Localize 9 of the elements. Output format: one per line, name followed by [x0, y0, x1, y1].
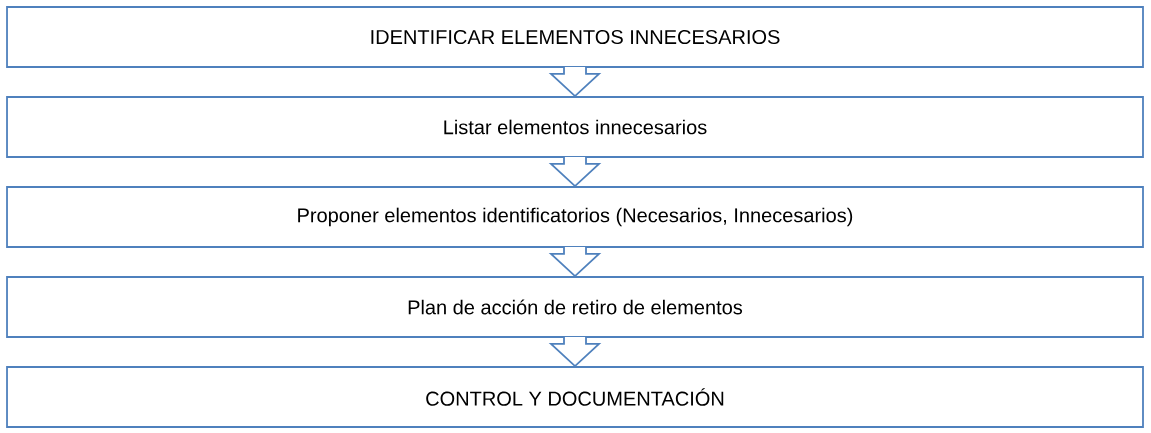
process-box: Plan de acción de retiro de elementos — [6, 276, 1144, 338]
block-arrow — [548, 246, 602, 278]
process-box: IDENTIFICAR ELEMENTOS INNECESARIOS — [6, 6, 1144, 68]
block-arrow — [548, 336, 602, 368]
block-arrow — [548, 66, 602, 98]
process-box: CONTROL Y DOCUMENTACIÓN — [6, 366, 1144, 428]
process-box: Listar elementos innecesarios — [6, 96, 1144, 158]
block-arrow — [548, 156, 602, 188]
process-box: Proponer elementos identificatorios (Necesarios, Innecesarios) — [6, 186, 1144, 248]
